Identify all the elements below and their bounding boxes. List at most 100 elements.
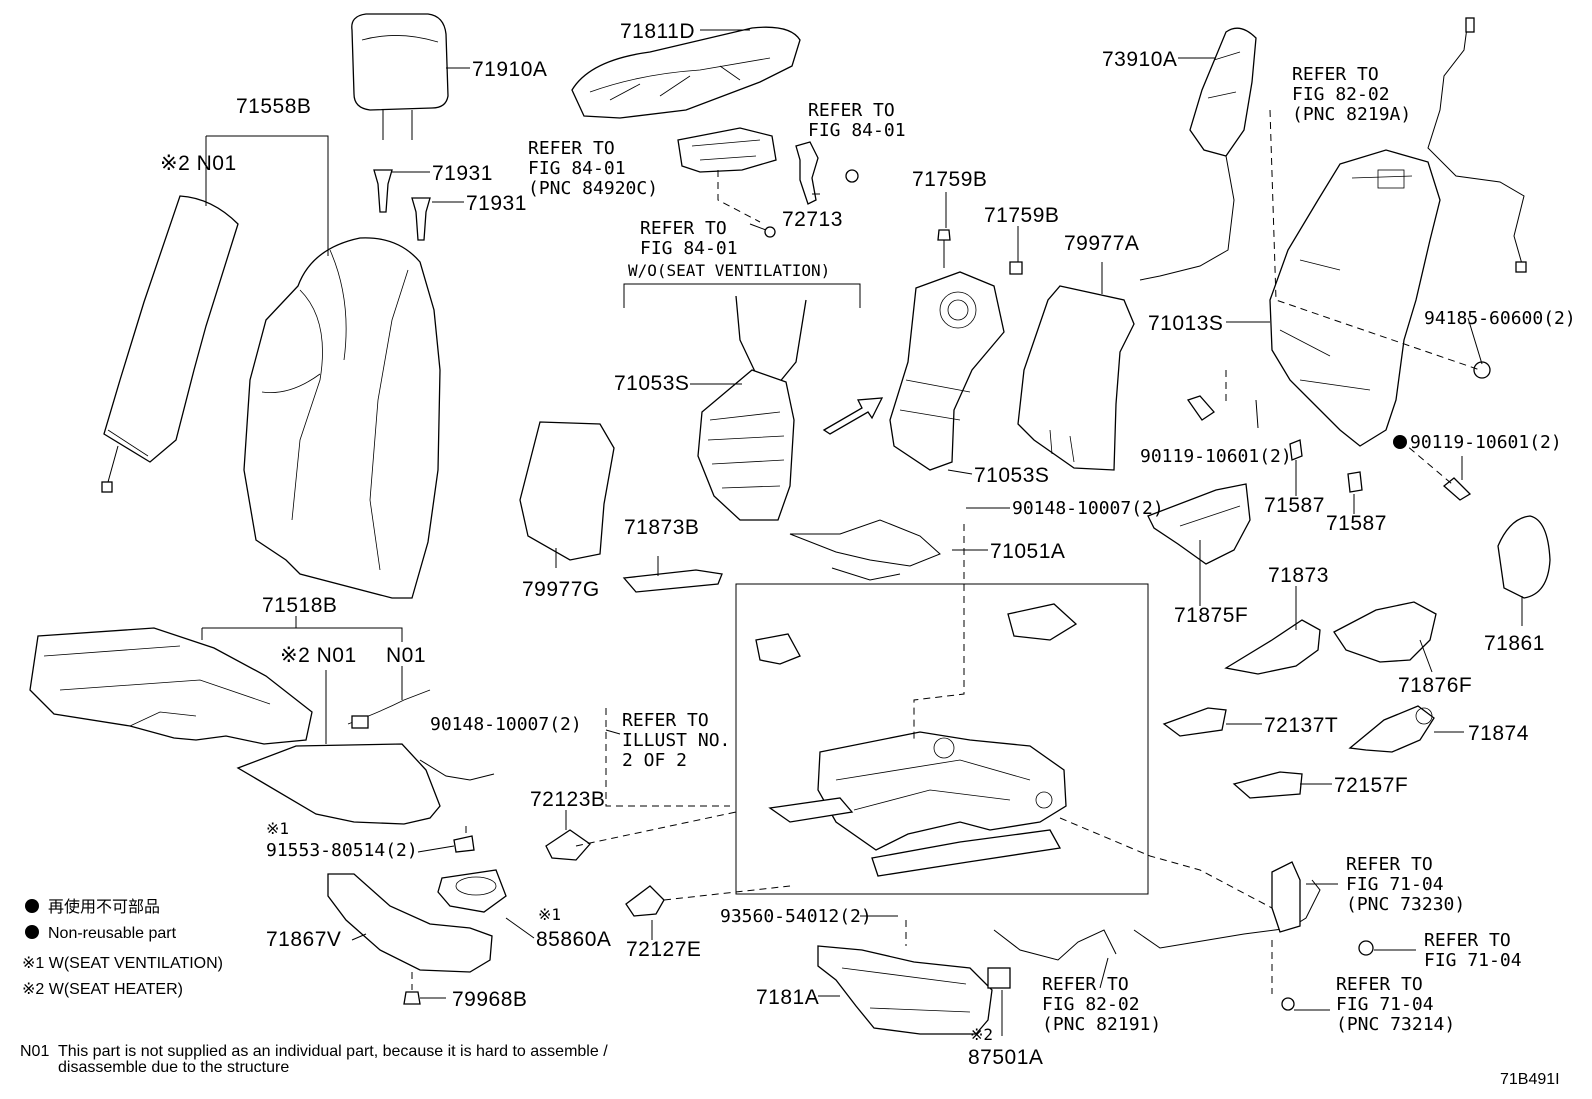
label-71867V[interactable]: 71867V <box>266 928 341 951</box>
lumbar-support-right-drawing <box>889 229 1023 471</box>
label-71518B[interactable]: 71518B <box>262 594 337 617</box>
legend: 再使用不可部品 Non-reusable part ※1 W(SEAT VENT… <box>20 898 608 1076</box>
label-90148-a[interactable]: 90148-10007(2) <box>1012 498 1164 519</box>
assembly-guide-lines <box>411 109 1481 994</box>
label-72137T[interactable]: 72137T <box>1264 714 1338 737</box>
side-airbag-drawing <box>1139 27 1257 281</box>
pad-79977g-drawing <box>519 421 615 561</box>
leader-lines <box>201 29 1523 1036</box>
label-71861[interactable]: 71861 <box>1484 632 1545 655</box>
reference-notes: REFER TO FIG 84-01 (PNC 84920C) REFER TO… <box>528 64 1522 1035</box>
ref-fig-71-04-b[interactable]: REFER TO FIG 71-04 <box>1424 930 1522 971</box>
label-x2-a: ※2 <box>970 1025 993 1044</box>
back-heater-drawing <box>101 195 239 493</box>
label-79977A[interactable]: 79977A <box>1064 232 1139 255</box>
legend-n01-line2: disassemble due to the structure <box>58 1059 289 1076</box>
legend-n01-key: N01 <box>20 1043 49 1060</box>
label-91553[interactable]: 91553-80514(2) <box>266 840 418 861</box>
bolt-drawings <box>749 223 776 238</box>
seat-cushion-drawing <box>29 627 313 745</box>
seat-bottom-frame-drawing <box>817 945 993 1035</box>
ref-fig-82-02-top[interactable]: REFER TO FIG 82-02 (PNC 8219A) <box>1292 64 1411 125</box>
label-90119-a[interactable]: 90119-10601(2) <box>1140 446 1292 467</box>
legend-x1: ※1 W(SEAT VENTILATION) <box>22 955 223 972</box>
label-87501A[interactable]: 87501A <box>968 1046 1043 1069</box>
buckle-harness-drawing <box>1133 861 1374 1011</box>
seatback-upper-frame-drawing <box>571 26 801 119</box>
recliner-drawing <box>677 127 777 173</box>
label-79977G[interactable]: 79977G <box>522 578 600 601</box>
legend-dot-jp <box>25 899 39 913</box>
label-71876F[interactable]: 71876F <box>1398 674 1472 697</box>
ref-fig-84-01-bolt[interactable]: REFER TO FIG 84-01 <box>640 218 738 259</box>
label-71013S[interactable]: 71013S <box>1148 312 1223 335</box>
label-90119-b[interactable]: 90119-10601(2) <box>1410 432 1562 453</box>
label-72123B[interactable]: 72123B <box>530 788 605 811</box>
label-71051A[interactable]: 71051A <box>990 540 1065 563</box>
small-covers-drawing <box>1162 705 1435 799</box>
label-72157F[interactable]: 72157F <box>1334 774 1408 797</box>
label-73910A[interactable]: 73910A <box>1102 48 1177 71</box>
ref-fig-71-04-a[interactable]: REFER TO FIG 71-04 (PNC 73230) <box>1346 854 1465 915</box>
covers-72123b-72127e-drawing <box>545 829 665 917</box>
label-71759B-b[interactable]: 71759B <box>984 204 1059 227</box>
label-x1-a: ※1 <box>266 819 289 838</box>
seatback-wire-harness <box>1427 17 1527 273</box>
label-93560[interactable]: 93560-54012(2) <box>720 906 872 927</box>
label-n01-plain: N01 <box>386 644 426 667</box>
seat-track-assembly-box <box>735 583 1149 895</box>
label-90148-b[interactable]: 90148-10007(2) <box>430 714 582 735</box>
label-71874[interactable]: 71874 <box>1468 722 1529 745</box>
side-cover-71867v-drawing <box>327 873 493 973</box>
label-71053S-b[interactable]: 71053S <box>974 464 1049 487</box>
pad-79977a-drawing <box>1017 285 1135 471</box>
clip-79968b-drawing <box>403 991 421 1005</box>
clips-71587-drawing <box>1289 439 1363 493</box>
label-71587-a[interactable]: 71587 <box>1264 494 1325 517</box>
label-72713[interactable]: 72713 <box>782 208 843 231</box>
ref-illust-2-of-2[interactable]: REFER TO ILLUST NO. 2 OF 2 <box>622 710 741 771</box>
legend-dot-en <box>25 925 39 939</box>
direction-arrow <box>822 397 884 435</box>
headrest-drawing <box>351 13 449 140</box>
label-71931-b[interactable]: 71931 <box>466 192 527 215</box>
ref-fig-84-01-right[interactable]: REFER TO FIG 84-01 <box>808 100 906 141</box>
label-71811D[interactable]: 71811D <box>620 20 695 43</box>
label-7181A[interactable]: 7181A <box>756 986 819 1009</box>
headrest-guide-drawing <box>373 169 431 241</box>
ref-fig-84-01-left[interactable]: REFER TO FIG 84-01 (PNC 84920C) <box>528 138 658 199</box>
label-71910A[interactable]: 71910A <box>472 58 547 81</box>
legend-n01-line1: This part is not supplied as an individu… <box>58 1043 608 1060</box>
cushion-heater-drawing <box>236 689 495 825</box>
non-reusable-dot <box>1393 435 1407 449</box>
seatback-frame-drawing <box>1269 149 1441 447</box>
label-72127E[interactable]: 72127E <box>626 938 701 961</box>
legend-x2: ※2 W(SEAT HEATER) <box>22 981 183 998</box>
trim-71875f-drawing <box>1147 483 1251 565</box>
label-71558B[interactable]: 71558B <box>236 95 311 118</box>
harness-71051a-drawing <box>789 519 941 581</box>
ref-fig-82-02-bottom[interactable]: REFER TO FIG 82-02 (PNC 82191) <box>1042 974 1161 1035</box>
label-n01-cushion: ※2 N01 <box>280 644 357 667</box>
label-94185[interactable]: 94185-60600(2) <box>1424 308 1576 329</box>
legend-jp-text: 再使用不可部品 <box>48 898 160 916</box>
ref-fig-71-04-c[interactable]: REFER TO FIG 71-04 (PNC 73214) <box>1336 974 1455 1035</box>
label-85860A[interactable]: 85860A <box>536 928 611 951</box>
label-x1-b: ※1 <box>538 905 561 924</box>
label-71053S-a[interactable]: 71053S <box>614 372 689 395</box>
label-71587-b[interactable]: 71587 <box>1326 512 1387 535</box>
label-71759B-a[interactable]: 71759B <box>912 168 987 191</box>
label-71931-a[interactable]: 71931 <box>432 162 493 185</box>
label-n01-back: ※2 N01 <box>160 152 237 175</box>
bracket-72713-drawing <box>795 141 859 205</box>
switch-87501a-drawing <box>987 967 1011 989</box>
label-71873[interactable]: 71873 <box>1268 564 1329 587</box>
seatback-cover-drawing <box>243 237 441 599</box>
label-79968B[interactable]: 79968B <box>452 988 527 1011</box>
part-labels: 71910A 71558B ※2 N01 71931 71931 71811D … <box>160 20 1576 1069</box>
lumbar-support-left-drawing <box>697 295 807 521</box>
seat-ventilation-bracket <box>623 283 861 308</box>
label-71875F[interactable]: 71875F <box>1174 604 1248 627</box>
label-71873B[interactable]: 71873B <box>624 516 699 539</box>
